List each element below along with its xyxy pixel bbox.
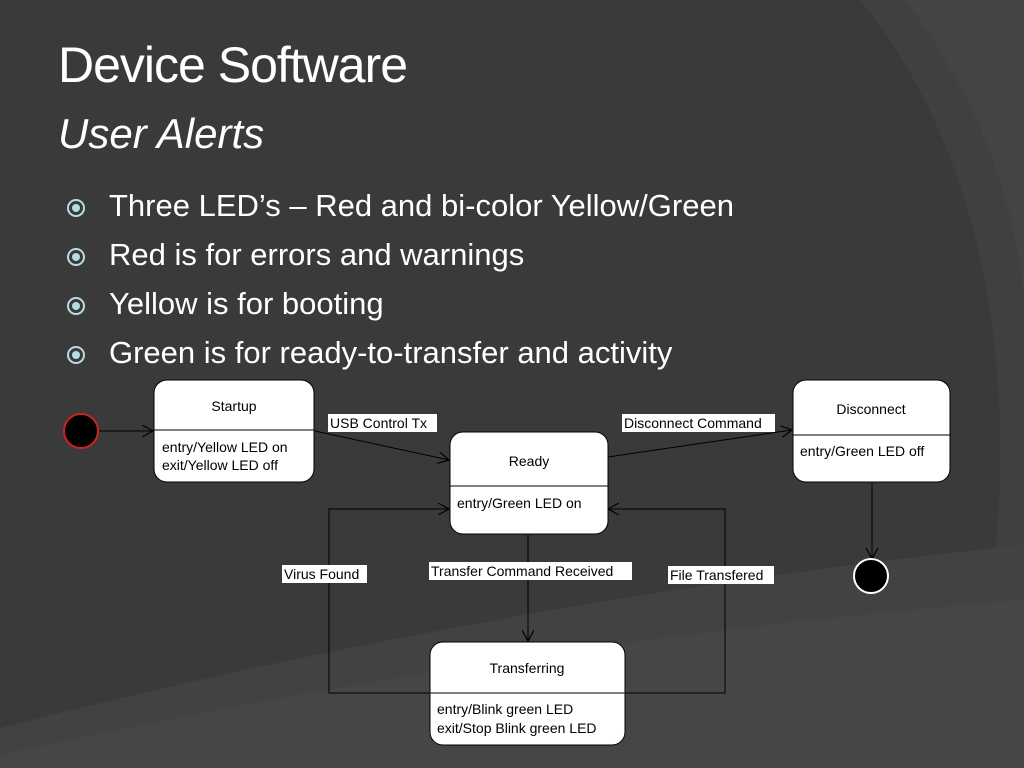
state-activity: exit/Yellow LED off <box>162 457 278 473</box>
target-bullet-icon <box>67 297 85 315</box>
edge-label-virus-found: Virus Found <box>282 565 367 583</box>
edge-transferring-to-ready-file <box>608 509 726 694</box>
bullet-list: Three LED’s – Red and bi-color Yellow/Gr… <box>66 186 734 382</box>
bullet-item: Green is for ready-to-transfer and activ… <box>66 333 734 382</box>
state-activity: exit/Stop Blink green LED <box>437 720 597 736</box>
target-bullet-icon <box>67 248 85 266</box>
bullet-text: Green is for ready-to-transfer and activ… <box>109 335 673 370</box>
state-ready: Ready entry/Green LED on <box>449 431 609 535</box>
state-name: Startup <box>211 398 256 414</box>
edge-label: Transfer Command Received <box>431 563 613 579</box>
edge-label: Disconnect Command <box>624 415 762 431</box>
transitions <box>98 430 872 694</box>
state-disconnect: Disconnect entry/Green LED off <box>792 379 951 483</box>
edge-startup-to-ready <box>314 430 449 460</box>
state-startup: Startup entry/Yellow LED on exit/Yellow … <box>153 379 315 483</box>
edge-label-transfer-command-received: Transfer Command Received <box>429 562 632 580</box>
bullet-text: Red is for errors and warnings <box>109 237 525 272</box>
state-name: Transferring <box>490 660 565 676</box>
state-activity: entry/Green LED on <box>457 495 582 511</box>
slide-subtitle: User Alerts <box>58 110 265 157</box>
target-bullet-icon <box>67 199 85 217</box>
edge-label: File Transfered <box>670 567 763 583</box>
edge-label: Virus Found <box>284 566 359 582</box>
state-name: Disconnect <box>836 401 905 417</box>
bullet-item: Red is for errors and warnings <box>66 235 734 284</box>
state-transferring: Transferring entry/Blink green LED exit/… <box>429 641 626 746</box>
edge-ready-to-disconnect <box>607 430 792 458</box>
edge-label-file-transfered: File Transfered <box>668 566 774 584</box>
state-activity: entry/Yellow LED on <box>162 439 288 455</box>
edge-label-usb-control-tx: USB Control Tx <box>328 414 437 432</box>
state-activity: entry/Blink green LED <box>437 701 573 717</box>
bullet-text: Yellow is for booting <box>109 286 384 321</box>
edge-transferring-to-ready-virus <box>328 509 449 694</box>
bullet-item: Yellow is for booting <box>66 284 734 333</box>
bullet-item: Three LED’s – Red and bi-color Yellow/Gr… <box>66 186 734 235</box>
target-bullet-icon <box>67 346 85 364</box>
edge-label-disconnect-command: Disconnect Command <box>622 414 775 432</box>
state-name: Ready <box>509 453 549 469</box>
bullet-text: Three LED’s – Red and bi-color Yellow/Gr… <box>109 188 734 223</box>
edge-label: USB Control Tx <box>330 415 427 431</box>
slide-title: Device Software <box>58 37 408 93</box>
final-node-core <box>857 562 885 590</box>
state-activity: entry/Green LED off <box>800 443 924 459</box>
initial-node <box>63 413 99 449</box>
